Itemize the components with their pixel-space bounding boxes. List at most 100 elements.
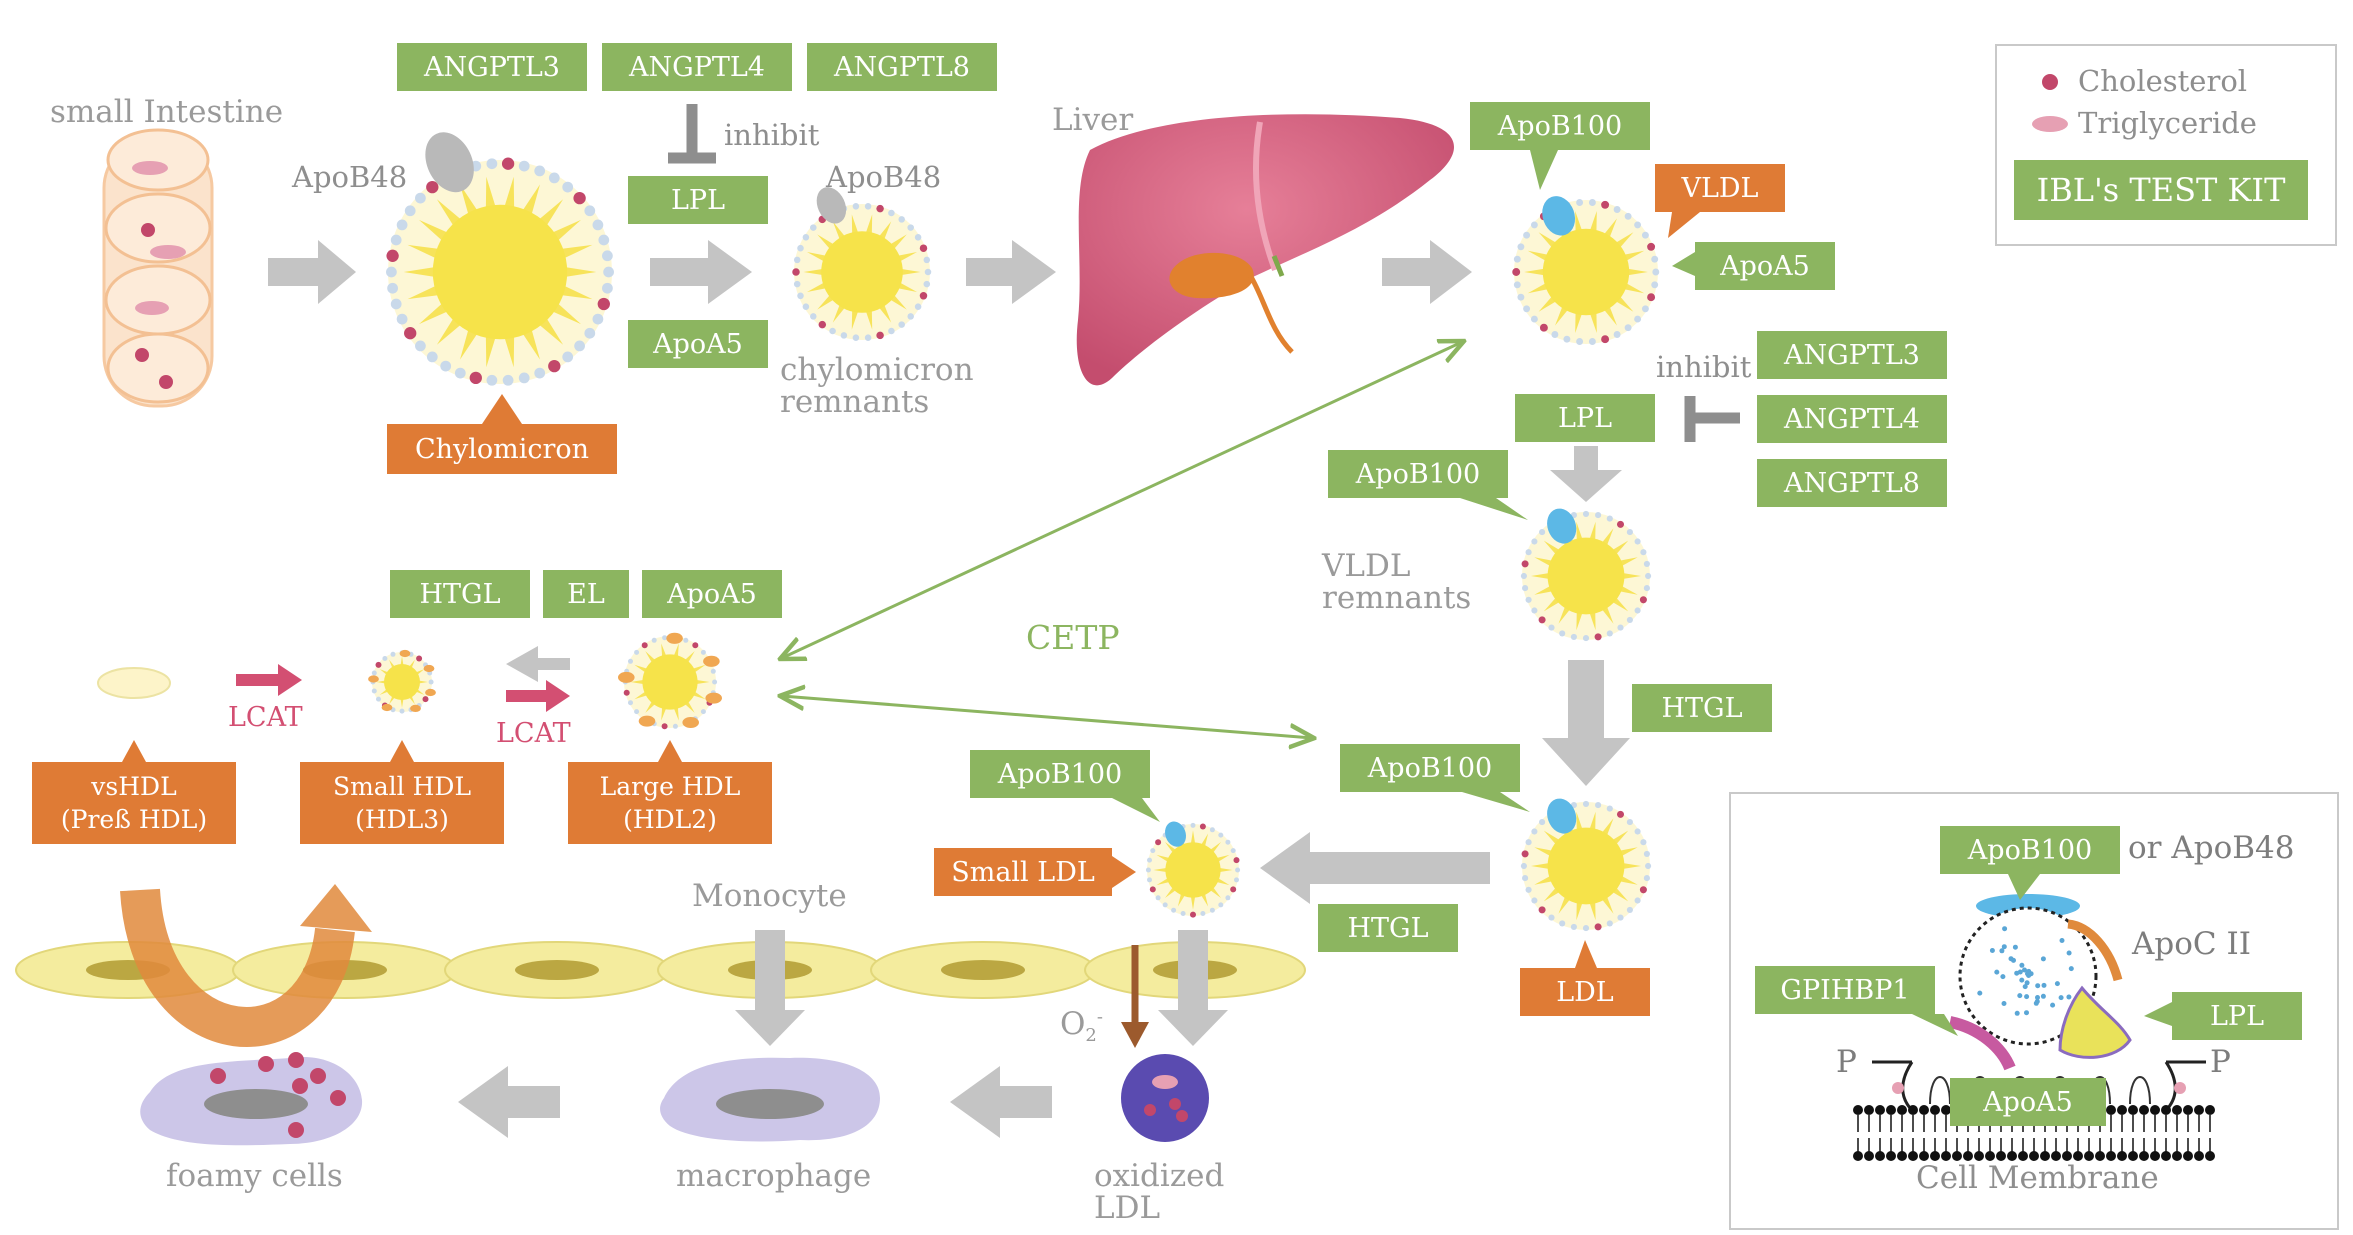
label-htgl-mid: HTGL [1318,904,1458,952]
legend-cholesterol-label: Cholesterol [2078,64,2247,98]
label-apoa5-hdl: ApoA5 [642,570,782,618]
label-angptl3-top: ANGPTL3 [397,43,587,91]
label-apob100-remnant: ApoB100 [1328,450,1508,498]
text-vldl-remnants-1: VLDL [1322,548,1410,584]
tail-vldl [1668,212,1700,238]
text-apob48-left: ApoB48 [292,160,407,194]
label-apob100-vldl: ApoB100 [1470,102,1650,150]
arrow-chylomicron-to-remnants [650,240,752,304]
text-lcat-2: LCAT [496,718,571,749]
label-htgl-hdl: HTGL [390,570,530,618]
label-ldl: LDL [1520,968,1650,1016]
text-oxidized-ldl-2: LDL [1094,1190,1160,1226]
tail-vshdl [122,740,146,762]
tail-apob100-vldl [1530,150,1558,190]
large-hdl-subname: (HDL2) [623,803,717,836]
lcat-arrow-1 [236,664,302,696]
inset-label-gpihbp1: GPIHBP1 [1755,966,1935,1014]
small-intestine-illustration [104,130,212,406]
small-hdl-subname: (HDL3) [355,803,449,836]
label-lpl-top: LPL [628,176,768,224]
small-ldl-particle [1146,819,1240,918]
tail-small-ldl [1112,856,1136,888]
arrow-macrophage-to-foamy [458,1066,560,1138]
triglyceride-legend-dot [2032,116,2068,132]
ldl-particle [1521,794,1651,931]
label-vshdl: vsHDL (Preß HDL) [32,762,236,844]
tail-small-hdl [390,740,414,762]
label-lpl-right: LPL [1515,394,1655,442]
label-el-hdl: EL [543,570,629,618]
text-small-intestine: small Intestine [50,94,283,130]
label-angptl4-top: ANGPTL4 [602,43,792,91]
arrow-remnants-to-ldl [1542,660,1630,786]
text-o2: O2- [1060,1006,1103,1046]
small-hdl-particle [368,650,436,714]
text-oxidized-ldl-1: oxidized [1094,1158,1224,1194]
vldl-particle [1512,191,1659,344]
endothelial-cell-layer [16,942,1305,998]
arrow-vldl-to-remnants [1550,446,1622,502]
inhibit-bar-top [668,104,716,158]
arrow-intestine-to-chylomicron [268,240,356,304]
text-chylomicron-remnants-1: chylomicron [780,352,974,388]
vshdl-particle [98,668,170,698]
inset-text-p-left: P [1836,1044,1857,1080]
label-apob100-small: ApoB100 [970,750,1150,798]
label-small-hdl: Small HDL (HDL3) [300,762,504,844]
foamy-cell-illustration [140,1052,362,1145]
tail-apob100-ldl [1462,792,1530,812]
tail-ldl [1575,940,1597,968]
cetp-arrow-lower [782,696,1312,738]
oxidized-ldl-illustration [1121,1054,1209,1142]
vldl-remnant-particle [1521,504,1651,641]
tail-large-hdl [658,740,682,762]
label-angptl3-right: ANGPTL3 [1757,331,1947,379]
tail-apob100-small [1112,798,1160,822]
tail-chylomicron [482,394,522,424]
tail-apoa5-vldl [1672,252,1695,276]
liver-illustration [1077,114,1454,385]
inset-text-or-apob48: or ApoB48 [2128,830,2294,866]
text-lcat-1: LCAT [228,702,303,733]
legend-triglyceride-label: Triglyceride [2078,106,2257,140]
text-inhibit-top: inhibit [724,118,819,152]
label-apob100-ldl: ApoB100 [1340,744,1520,792]
legend-test-kit-badge: IBL's TEST KIT [2014,160,2308,220]
label-htgl-right: HTGL [1632,684,1772,732]
large-hdl-particle [618,633,722,730]
text-monocyte: Monocyte [692,878,847,914]
macrophage-illustration [660,1058,880,1142]
text-vldl-remnants-2: remnants [1322,580,1471,616]
arrow-oxidized-to-macrophage [950,1066,1052,1138]
label-chylomicron: Chylomicron [387,424,617,474]
text-chylomicron-remnants-2: remnants [780,384,929,420]
cholesterol-legend-dot [2042,74,2058,90]
inset-text-p-right: P [2210,1044,2231,1080]
inset-label-apoa5: ApoA5 [1950,1078,2106,1126]
text-liver: Liver [1052,102,1133,138]
arrow-liver-to-vldl [1382,240,1472,304]
text-inhibit-right: inhibit [1656,350,1751,384]
text-cetp: CETP [1026,618,1120,657]
arrow-remnants-to-liver [966,240,1056,304]
label-small-ldl: Small LDL [934,848,1112,896]
label-angptl4-right: ANGPTL4 [1757,395,1947,443]
inset-text-cell-membrane: Cell Membrane [1916,1160,2159,1196]
text-apob48-mid: ApoB48 [826,160,941,194]
chylomicron-remnant-particle [792,182,931,341]
text-foamy-cells: foamy cells [166,1158,343,1194]
inset-text-apoc2: ApoC II [2132,926,2251,962]
arrow-ldl-to-small-ldl [1260,832,1490,904]
small-hdl-name: Small HDL [333,770,471,803]
inset-label-apob100: ApoB100 [1940,826,2120,874]
inset-label-lpl: LPL [2172,992,2302,1040]
text-macrophage: macrophage [676,1158,871,1194]
label-vldl: VLDL [1655,164,1785,212]
label-apoa5-vldl: ApoA5 [1695,242,1835,290]
vshdl-subname: (Preß HDL) [61,803,207,836]
inhibit-bar-right [1690,396,1740,442]
arrow-large-to-small-hdl [506,646,570,682]
label-large-hdl: Large HDL (HDL2) [568,762,772,844]
